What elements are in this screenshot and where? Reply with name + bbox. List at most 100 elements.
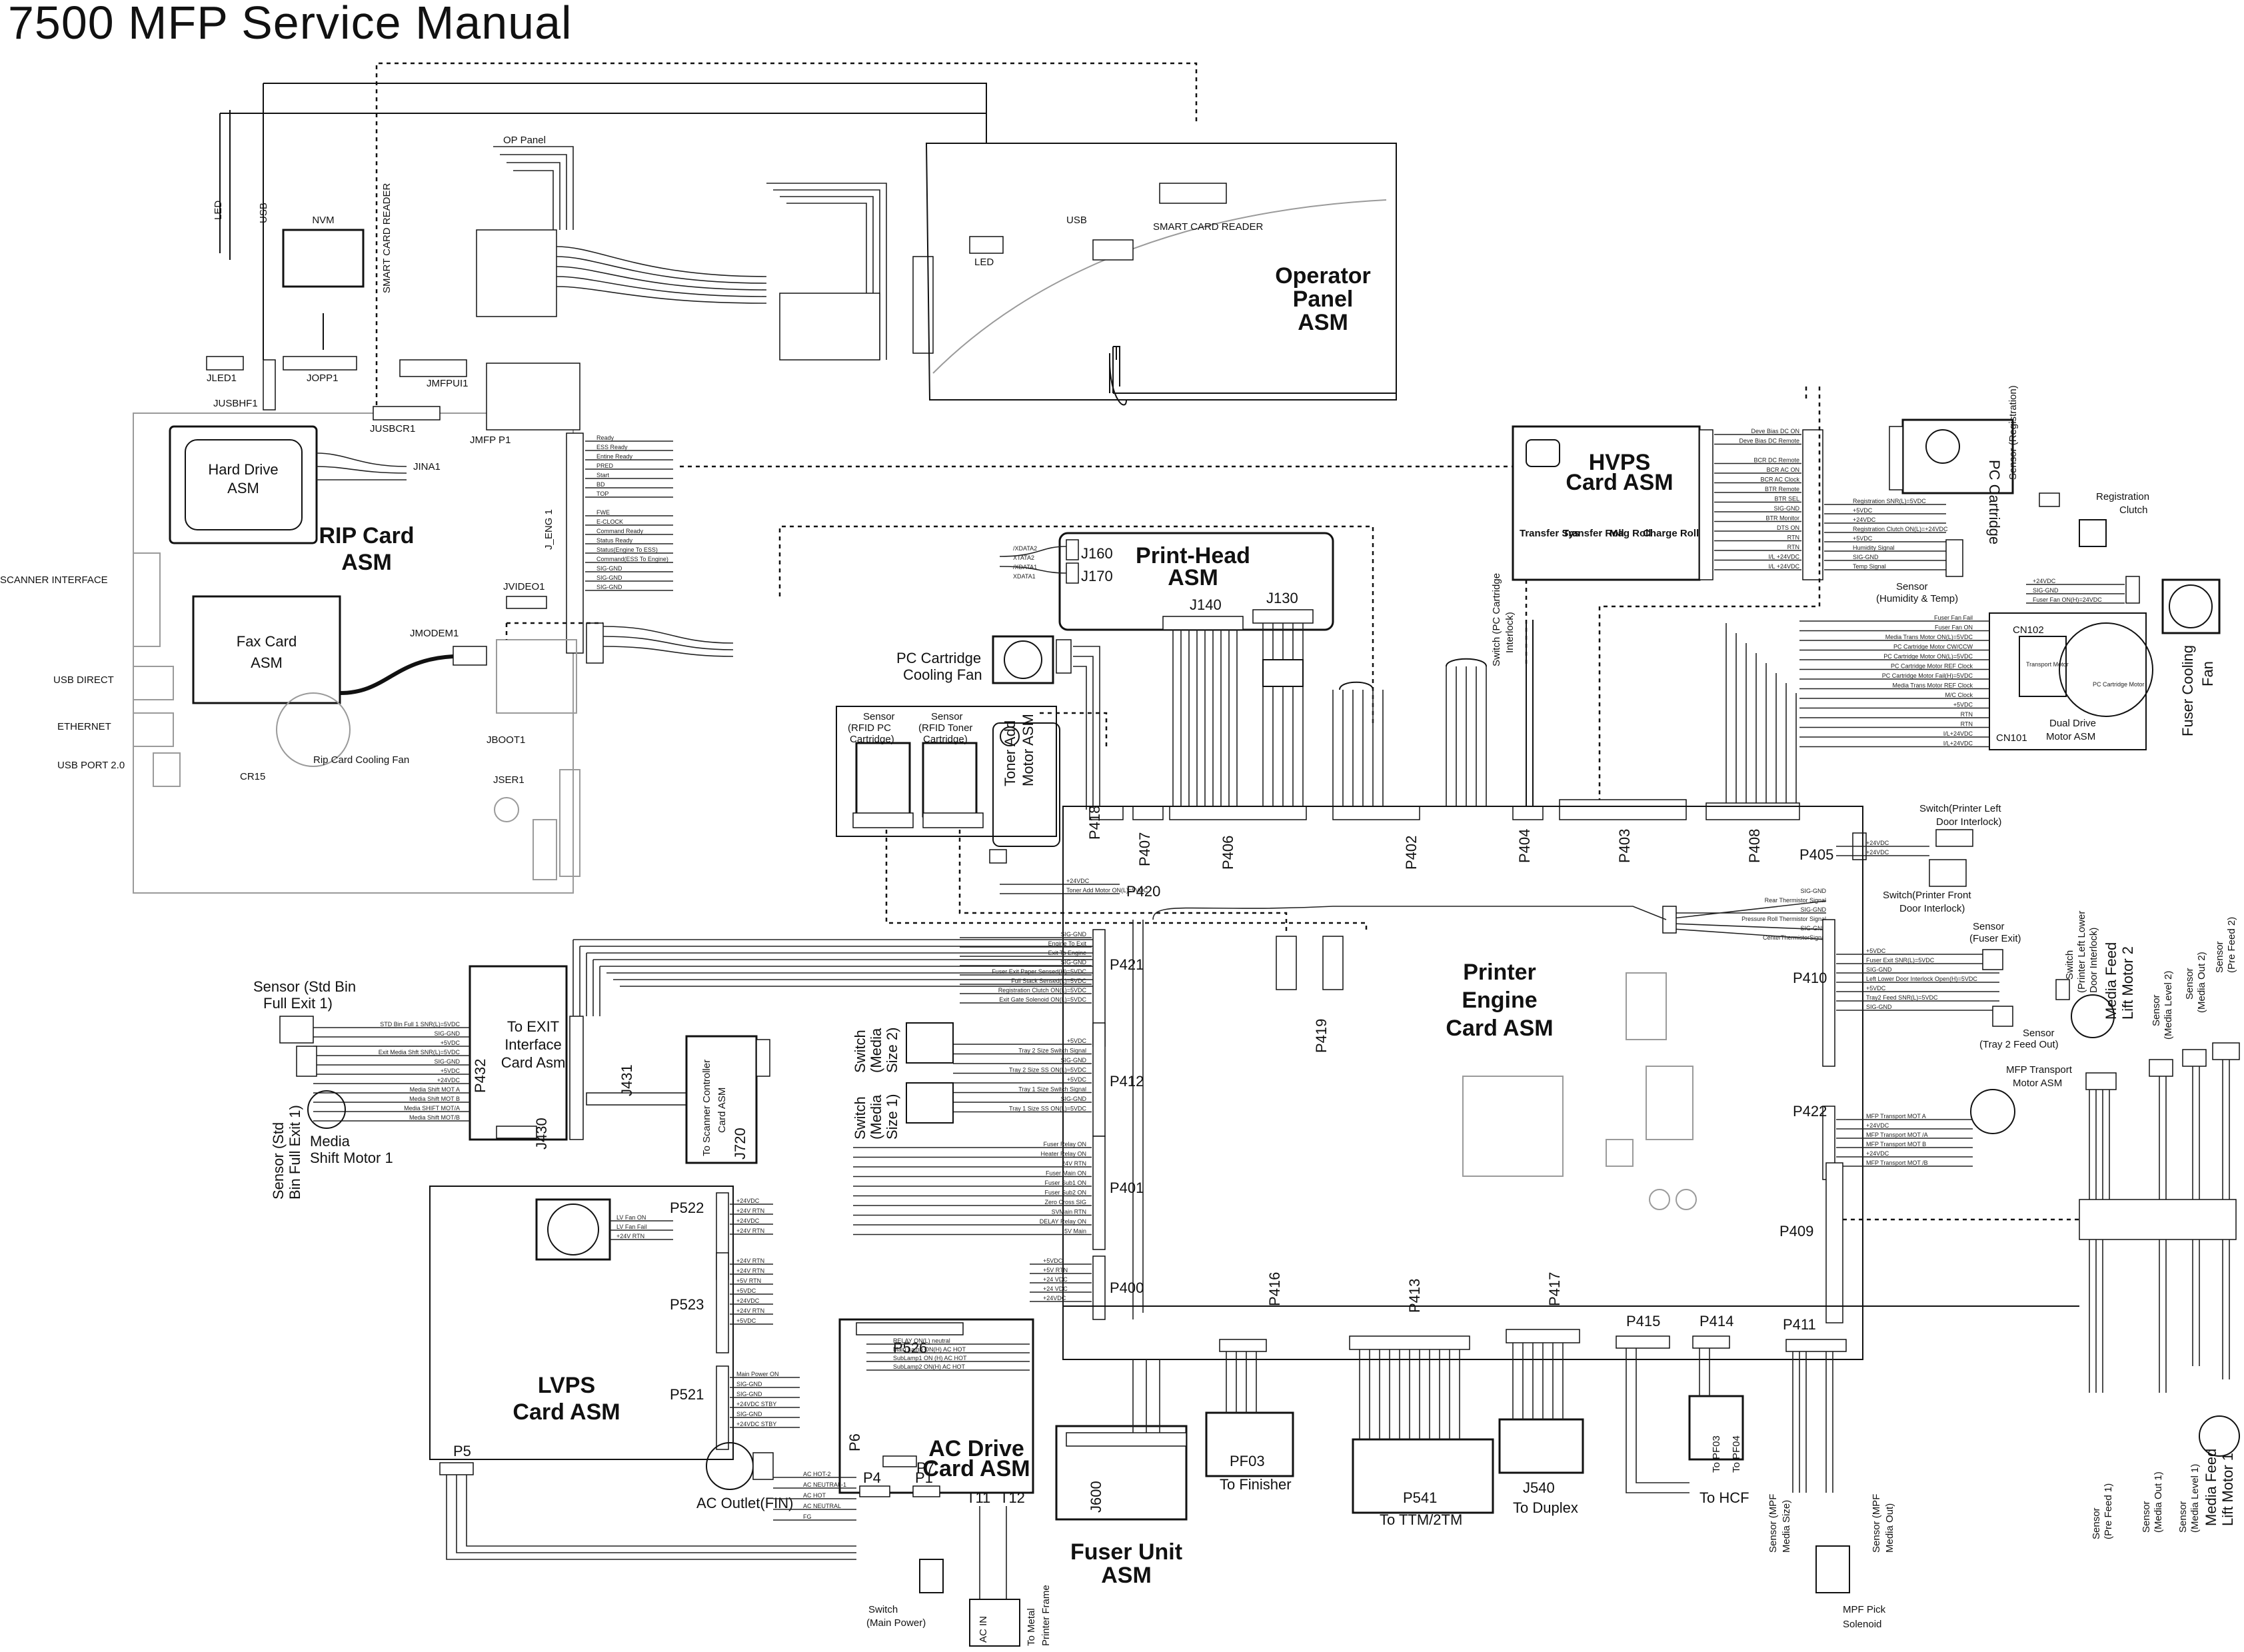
p401-signal-8: DELAY Relay ON <box>1040 1218 1086 1225</box>
reg-signal-1: +5VDC <box>1853 507 1873 514</box>
sensor-tray2-2: (Tray 2 Feed Out) <box>1979 1039 2059 1050</box>
nvm-box <box>282 229 365 288</box>
pre-feed2-label: Sensor <box>2214 941 2225 973</box>
led-label: LED <box>974 257 994 268</box>
p408-signal-12: I/L+24VDC <box>1943 730 1973 737</box>
p416-label: P416 <box>1266 1272 1283 1306</box>
scanner-ctrl-label-1: To Scanner Controller <box>701 1060 712 1156</box>
dual-drive-label-1: Dual Drive <box>2049 718 2096 729</box>
p409-label: P409 <box>1779 1223 1813 1239</box>
fuser-unit-label-2: ASM <box>1101 1563 1152 1588</box>
shift-motor-label: Media <box>310 1133 351 1150</box>
usb-label: USB <box>1066 215 1087 226</box>
eng1-signal-0: Ready <box>596 434 614 441</box>
eng1-signal-5: BD <box>596 481 605 488</box>
eng1-signal-2: Entine Ready <box>596 453 633 460</box>
p410-signal-6: SIG-GND <box>1866 1004 1892 1010</box>
pc-fan-box <box>992 635 1054 684</box>
pre-feed1-label: Sensor <box>2091 1507 2102 1539</box>
p421-label: P421 <box>1110 956 1144 973</box>
std-bin-label-2: Full Exit 1) <box>263 995 333 1012</box>
op-panel-asm-2: Panel <box>1293 287 1354 312</box>
p420-signal-0: +24VDC <box>1066 878 1090 884</box>
media-out2-label: Sensor <box>2184 968 2195 1000</box>
pc-cart-motor-text: PC Cartridge Motor <box>2093 681 2145 688</box>
pre-feed1-label-2: (Pre Feed 1) <box>2103 1483 2114 1539</box>
ac-outlet-label: AC Outlet(FIN) <box>696 1495 793 1511</box>
exit-signal-5: +5VDC <box>441 1068 461 1074</box>
hvps-box <box>1512 425 1701 581</box>
p401-signal-9: 5V Main <box>1064 1228 1086 1235</box>
xdata-signal-3: XDATA1 <box>1013 573 1036 580</box>
p412-signal-1: Tray 2 Size Switch Signal <box>1018 1048 1086 1054</box>
ac-signal-0: AC HOT-2 <box>803 1471 831 1477</box>
p419-label: P419 <box>1313 1019 1330 1053</box>
p523-signal-4: +24VDC <box>736 1297 760 1304</box>
p400-label: P400 <box>1110 1279 1144 1296</box>
jser1-label: JSER1 <box>493 774 525 786</box>
eng1-signal-11: Status Ready <box>596 537 633 544</box>
pc-cartridge-label: PC Cartridge <box>1986 460 2003 544</box>
p422-signal-1: +24VDC <box>1866 1122 1889 1129</box>
p523-signal-list: +24V RTN+24V RTN+5V RTN+5VDC+24VDC+24V R… <box>730 1257 773 1325</box>
fuser-fan-label-2: Fan <box>2199 661 2216 686</box>
scanner-ctrl-label-2: Card ASM <box>716 1088 728 1133</box>
j540-label: J540 <box>1523 1479 1555 1496</box>
scanner-interface-label: SCANNER INTERFACE <box>0 574 108 586</box>
p405-label: P405 <box>1799 846 1833 863</box>
p421-signal-6: Registration Clutch ON(L)=5VDC <box>998 987 1087 994</box>
std-bin-exit-label-2: Bin Full Exit 1) <box>287 1105 303 1200</box>
p401-signal-3: Fuser Main ON <box>1046 1170 1086 1177</box>
lv_fan-signal-1: LV Fan Fail <box>616 1224 646 1230</box>
p400-signal-3: +24 VDC <box>1043 1285 1068 1292</box>
jvideo1-label: JVIDEO1 <box>503 581 545 592</box>
ac-drive-box <box>838 1318 1034 1494</box>
cr15-label: CR15 <box>240 771 265 782</box>
eng1-signal-15: SIG-GND <box>596 574 622 581</box>
jeng1-label: J_ENG 1 <box>543 509 555 550</box>
main-switch-label-2: (Main Power) <box>866 1617 926 1629</box>
reg-signal-4: +5VDC <box>1853 535 1873 542</box>
p521-signal-1: SIG-GND <box>736 1381 762 1387</box>
p401-signal-2: 24V RTN <box>1062 1160 1086 1167</box>
sw-front-door-2: Door Interlock) <box>1899 903 1965 914</box>
p412-signal-2: SIG-GND <box>1060 1057 1086 1064</box>
reg-signal-2: +24VDC <box>1853 516 1876 523</box>
p523-signal-3: +5VDC <box>736 1287 756 1294</box>
p400-signal-2: +24 VDC <box>1043 1276 1068 1283</box>
p412-signal-0: +5VDC <box>1067 1038 1087 1044</box>
j170-label: J170 <box>1081 568 1113 584</box>
usb-direct-label: USB DIRECT <box>53 674 114 686</box>
rip-fan-label: Rip Card Cooling Fan <box>313 754 409 766</box>
engine-label-1: Printer <box>1463 960 1536 985</box>
mpf-solenoid-label-2: Solenoid <box>1843 1619 1881 1630</box>
exit-signal-7: Media Shift MOT A <box>410 1086 460 1093</box>
lvps-outline <box>429 1186 734 1460</box>
j160-label: J160 <box>1081 545 1113 562</box>
p411-label: P411 <box>1783 1316 1816 1333</box>
sw-front-door: Switch(Printer Front <box>1883 890 1971 901</box>
lvps-label-2: Card ASM <box>513 1399 620 1425</box>
cn101-label: CN101 <box>1996 732 2027 744</box>
p408-signal-11: RTN <box>1961 721 1973 728</box>
reg-clutch-label-2: Clutch <box>2119 504 2148 516</box>
p422-signal-5: MFP Transport MOT /B <box>1866 1160 1928 1166</box>
media-level1-label: Sensor <box>2177 1501 2189 1533</box>
p5-label: P5 <box>453 1443 471 1459</box>
lvps-label-1: LVPS <box>538 1373 595 1398</box>
shift-motor-label-2: Shift Motor 1 <box>310 1150 393 1166</box>
p522-signal-list: +24VDC+24V RTN+24VDC+24V RTN <box>730 1198 773 1235</box>
p408-signal-1: Fuser Fan ON <box>1935 624 1973 631</box>
p408-signal-0: Fuser Fan Fail <box>1934 614 1973 621</box>
hvps-signal-8: SIG-GND <box>1773 505 1799 512</box>
p410-signal-4: +5VDC <box>1866 985 1886 992</box>
p526-signal-0: RELAY ON(L) neutral <box>893 1337 950 1344</box>
charge-roll: Charge Roll <box>1643 528 1699 539</box>
p523-signal-5: +24V RTN <box>736 1307 764 1314</box>
mpf-size-label: Sensor (MPF <box>1767 1494 1779 1553</box>
main-switch-label: Switch <box>868 1604 898 1615</box>
